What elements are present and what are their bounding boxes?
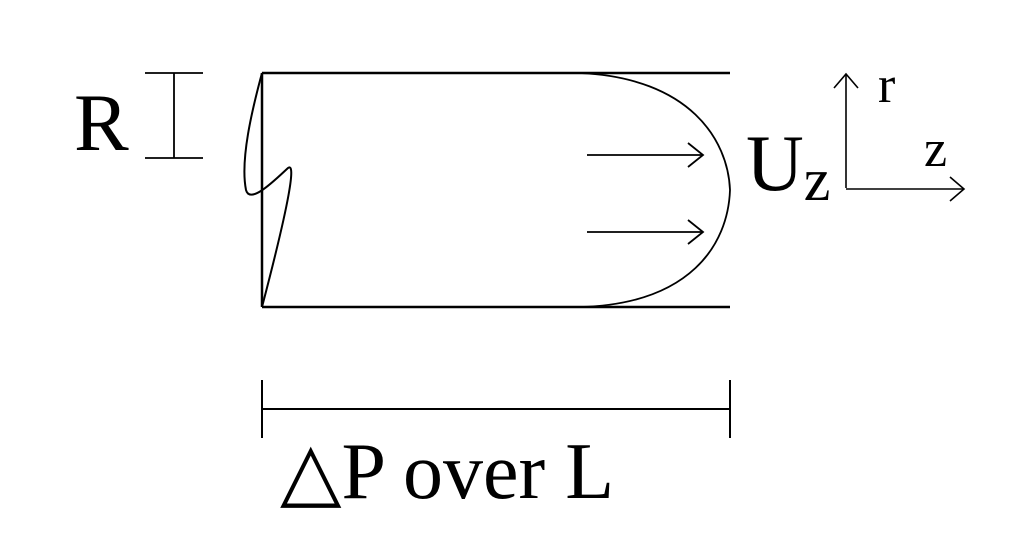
axis-r-arrow <box>833 72 859 188</box>
velocity-arrow <box>587 142 705 168</box>
pressure-drop-label: △P over L <box>280 428 614 516</box>
axis-r-label: r <box>878 57 895 114</box>
radius-label: R <box>74 77 129 168</box>
length-dimension <box>261 380 731 438</box>
velocity-label: Uz <box>746 120 830 213</box>
velocity-arrow <box>587 219 705 245</box>
axis-z-arrow <box>846 176 966 202</box>
velocity-profile-parabola <box>579 72 731 308</box>
radius-bracket <box>145 72 203 159</box>
axis-z-label: z <box>924 121 947 178</box>
velocity-subscript: z <box>804 147 831 213</box>
pipe-break-symbol <box>243 72 293 308</box>
